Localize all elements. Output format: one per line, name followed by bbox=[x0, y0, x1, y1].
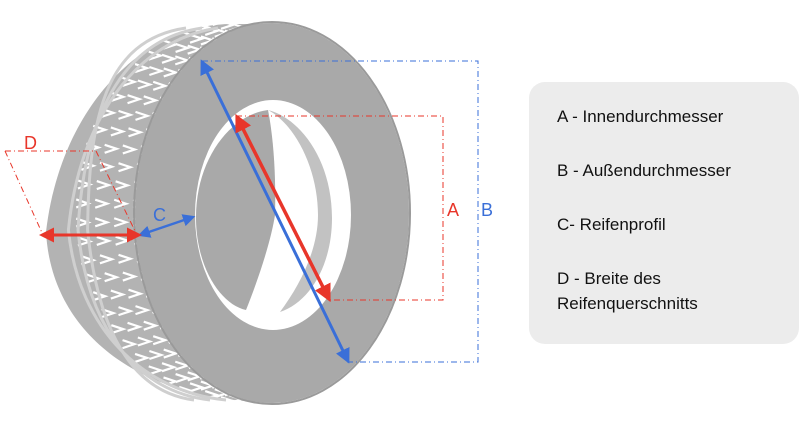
tread-chevron bbox=[189, 382, 206, 393]
label-c: C bbox=[153, 205, 166, 225]
tread-chevron bbox=[135, 110, 151, 121]
tread-chevron bbox=[118, 162, 135, 173]
tread-chevron bbox=[152, 80, 169, 91]
tread-chevron bbox=[163, 348, 180, 359]
tread-chevron bbox=[163, 67, 180, 78]
tread-chevron bbox=[143, 320, 160, 331]
label-d: D bbox=[24, 133, 37, 153]
tread-chevron bbox=[143, 95, 160, 106]
tread-chevron bbox=[104, 143, 121, 154]
tread-chevron bbox=[94, 217, 111, 228]
tread-chevron bbox=[161, 53, 178, 64]
tread-chevron bbox=[122, 339, 139, 350]
tread-chevron bbox=[96, 180, 113, 191]
tread-chevron bbox=[152, 335, 169, 346]
legend-panel: A - Innendurchmesser B - Außendurchmesse… bbox=[529, 82, 799, 344]
tread-chevron bbox=[189, 33, 206, 44]
tread-chevron bbox=[230, 11, 246, 22]
tread-chevron bbox=[115, 180, 132, 191]
legend-item-tread-profile: C- Reifenprofil bbox=[557, 215, 666, 234]
tread-chevron bbox=[113, 198, 130, 209]
tread-chevron bbox=[118, 253, 135, 264]
tread-chevron bbox=[148, 50, 165, 61]
tread-chevron bbox=[137, 79, 154, 90]
legend-item-section-width: D - Breite des Reifenquerschnitts bbox=[557, 269, 698, 313]
legend-item-inner-diameter: A - Innendurchmesser bbox=[557, 107, 724, 126]
tread-chevron bbox=[174, 360, 191, 371]
tread-chevron bbox=[128, 288, 144, 299]
label-a: A bbox=[447, 200, 459, 220]
tread-chevron bbox=[81, 255, 97, 266]
tread-chevron bbox=[104, 272, 121, 283]
tread-chevron bbox=[86, 273, 102, 284]
tread-chevron bbox=[94, 198, 111, 209]
tread-chevron bbox=[110, 126, 127, 137]
tread-chevron bbox=[175, 372, 192, 384]
tread-chevron bbox=[137, 336, 154, 347]
tread-chevron bbox=[127, 321, 144, 332]
tread-chevron bbox=[161, 362, 178, 373]
inner-diameter-line bbox=[235, 113, 331, 303]
tread-chevron bbox=[99, 161, 116, 172]
label-b: B bbox=[481, 200, 493, 220]
tread-chevron bbox=[122, 271, 139, 282]
tread-chevron bbox=[118, 306, 134, 317]
tread-chevron bbox=[128, 127, 144, 138]
tread-chevron bbox=[149, 349, 165, 361]
tread-chevron bbox=[122, 144, 139, 155]
tread-chevron bbox=[113, 217, 130, 228]
tread-chevron bbox=[99, 254, 116, 265]
tread-chevron bbox=[110, 324, 127, 335]
tread-chevron bbox=[135, 305, 151, 316]
tread-chevron bbox=[174, 55, 191, 66]
tread-chevron bbox=[127, 94, 144, 105]
tread-chevron bbox=[230, 404, 246, 415]
tread-chevron bbox=[175, 42, 192, 54]
dimension-guides bbox=[4, 60, 479, 363]
tread-chevron bbox=[134, 352, 151, 363]
tread-chevron bbox=[110, 289, 127, 300]
tread-chevron bbox=[149, 65, 165, 77]
tread-chevron bbox=[148, 365, 165, 376]
tread-chevron bbox=[118, 109, 134, 120]
tread-profile-line bbox=[137, 214, 196, 238]
legend-item-outer-diameter: B - Außendurchmesser bbox=[557, 161, 731, 180]
